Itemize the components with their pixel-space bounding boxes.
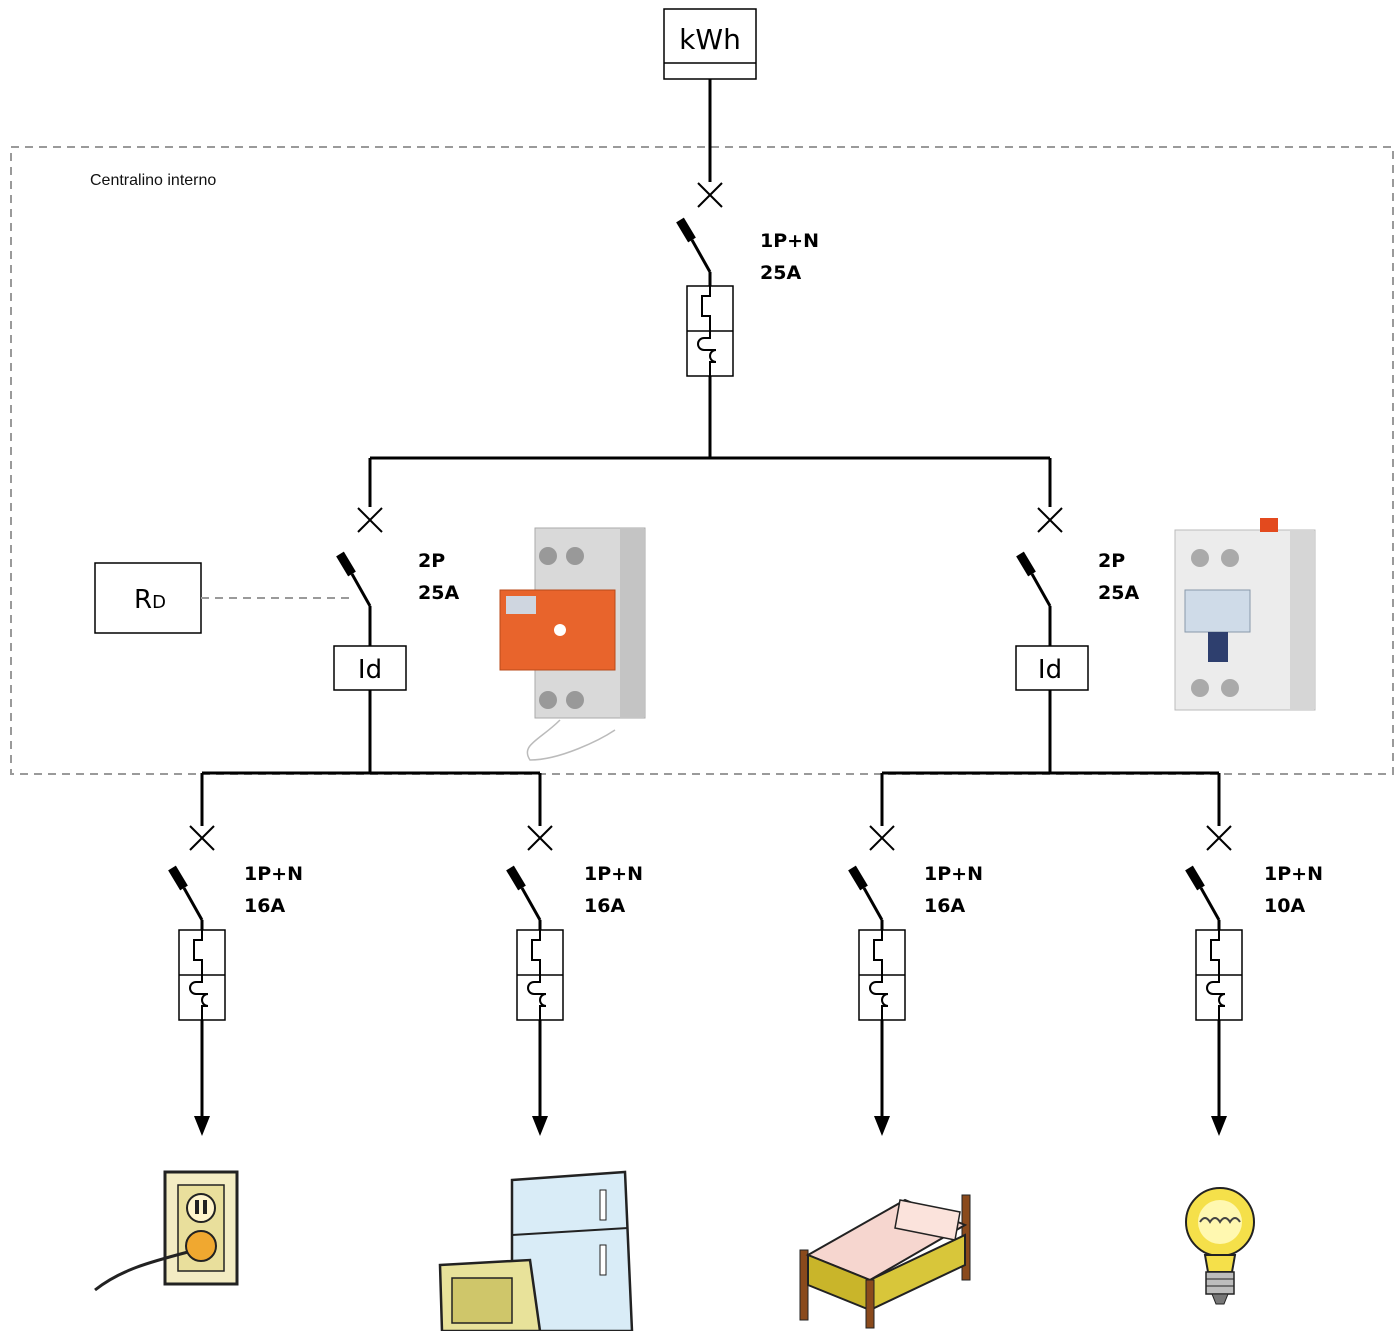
branch-2-poles: 1P+N [584,863,643,885]
rcd-left-box [333,645,407,691]
lightbulb-icon [1185,1187,1255,1305]
branch-1-label: 1P+N 16A [244,858,303,922]
branch-2-rating: 16A [584,895,626,917]
panel-border [10,146,1394,775]
branch-4-label: 1P+N 10A [1264,858,1323,922]
rcd-left-cross [357,507,383,533]
kwh-meter: kWh [663,8,757,80]
branch-2 [510,773,564,1136]
meter-label: kWh [679,23,741,56]
main-breaker-symbol [686,285,734,377]
bed-icon [799,1194,971,1329]
branch-1 [172,773,226,1136]
rcd-device-orange-icon [499,527,646,761]
main-isolator-cross [697,182,723,208]
rcd-right-box [1015,645,1089,691]
rcd-left-poles: 2P [418,550,446,572]
main-breaker-rating: 25A [760,262,802,284]
main-breaker-poles: 1P+N [760,230,819,252]
remote-device-box [94,562,202,634]
branch-4-poles: 1P+N [1264,863,1323,885]
rcd-left-rating: 25A [418,582,460,604]
branch-3-label: 1P+N 16A [924,858,983,922]
rcd-device-white-icon [1174,518,1316,711]
branch-3-poles: 1P+N [924,863,983,885]
fridge-microwave-icon [438,1170,634,1331]
panel-title: Centralino interno [90,172,217,189]
socket-icon [94,1170,239,1292]
rcd-right-rating: 25A [1098,582,1140,604]
branch-3-rating: 16A [924,895,966,917]
branch-4 [1189,773,1243,1136]
rcd-right-poles: 2P [1098,550,1126,572]
rcd-right-cross [1037,507,1063,533]
rcd-right-switch [1020,554,1050,606]
branch-1-poles: 1P+N [244,863,303,885]
branch-2-label: 1P+N 16A [584,858,643,922]
branch-4-rating: 10A [1264,895,1306,917]
branch-3 [852,773,906,1136]
branch-1-rating: 16A [244,895,286,917]
main-breaker-label: 1P+N 25A [760,225,819,289]
rcd-right-label: 2P 25A [1098,545,1139,609]
main-switch [680,220,710,272]
rcd-left-symbol: Id [358,655,382,685]
rcd-right-symbol: Id [1038,655,1062,685]
rcd-left-label: 2P 25A [418,545,459,609]
remote-device-label: RD [134,585,166,615]
